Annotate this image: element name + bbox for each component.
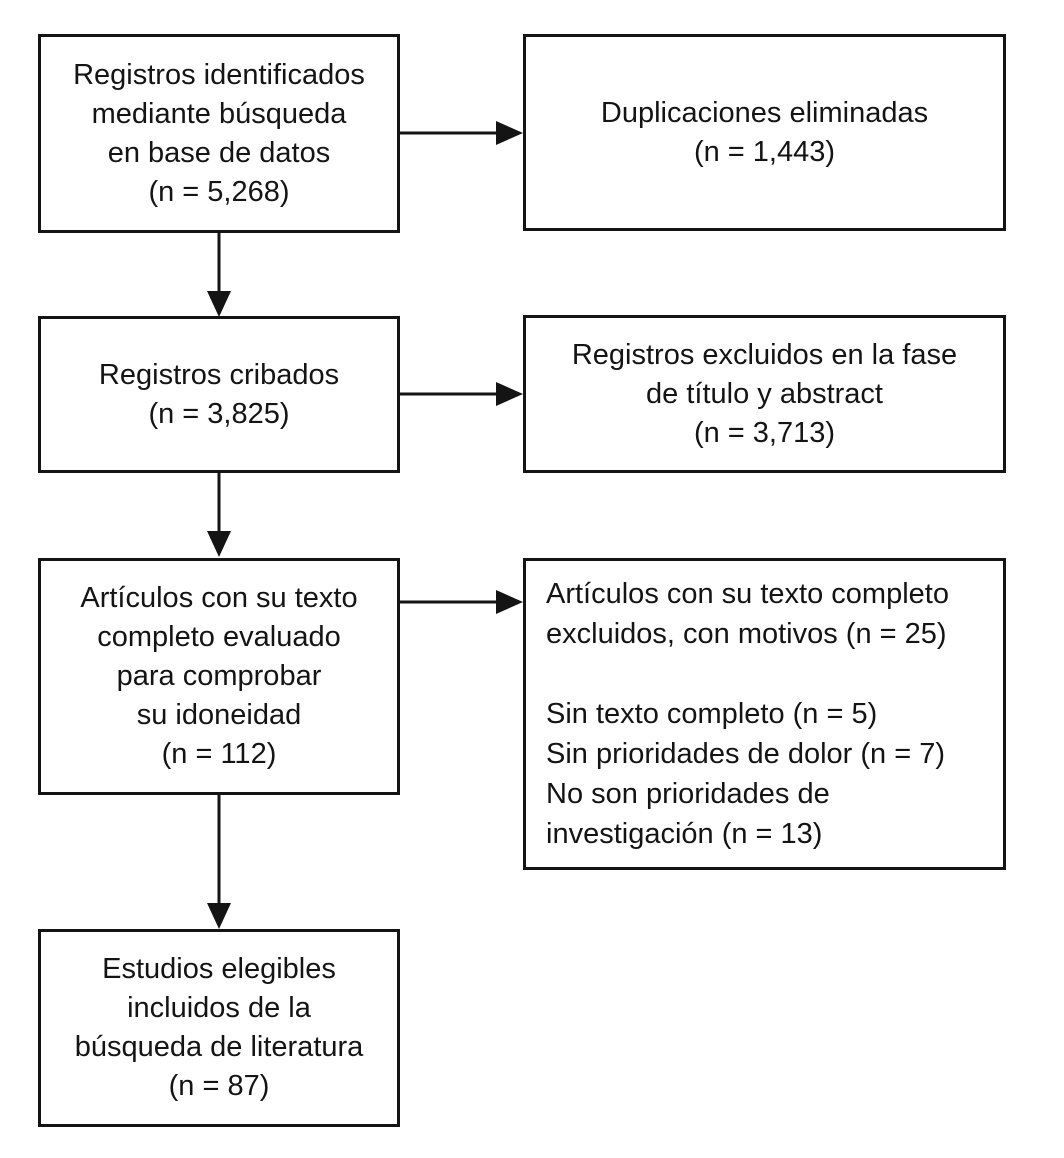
box-line: Registros cribados — [98, 358, 340, 391]
arrow-screened-to-excluded-icon — [400, 382, 523, 406]
flow-box-excluded-title-abstract: Registros excluidos en la fase de título … — [523, 315, 1006, 473]
box-line: búsqueda de literatura — [74, 1031, 364, 1063]
arrow-identified-to-screened-icon — [207, 233, 231, 317]
box-line: completo evaluado — [97, 621, 341, 653]
box-line: (n = 5,268) — [148, 175, 290, 208]
box-line: Artículos con su texto completo — [546, 578, 949, 610]
box-line: investigación (n = 13) — [546, 818, 823, 850]
box-line: Registros identificados — [73, 58, 365, 91]
box-line: incluidos de la — [127, 992, 311, 1024]
box-line: (n = 1,443) — [693, 135, 836, 168]
box-line: Sin texto completo (n = 5) — [546, 698, 878, 730]
box-line: (n = 3,713) — [693, 416, 836, 449]
box-line: excluidos, con motivos (n = 25) — [546, 618, 947, 650]
arrow-identified-to-duplicates-icon — [400, 121, 523, 145]
box-line: para comprobar — [116, 660, 322, 692]
flow-box-fulltext-excluded: Artículos con su texto completo excluidos… — [523, 558, 1006, 870]
box-line: No son prioridades de — [546, 778, 830, 810]
arrow-assessed-to-excluded-icon — [400, 590, 523, 614]
flow-box-records-identified: Registros identificados mediante búsqueda… — [38, 34, 400, 233]
flow-box-records-screened: Registros cribados (n = 3,825) — [38, 316, 400, 473]
box-line: mediante búsqueda — [91, 97, 347, 130]
flow-box-fulltext-assessed: Artículos con su texto completo evaluado p… — [38, 558, 400, 795]
flow-box-duplicates-removed: Duplicaciones eliminadas (n = 1,443) — [523, 34, 1006, 231]
arrow-assessed-to-included-icon — [207, 795, 231, 929]
box-line: Registros excluidos en la fase — [571, 338, 958, 371]
box-line: (n = 112) — [161, 738, 277, 770]
box-line: Artículos con su texto — [80, 582, 358, 614]
box-line: (n = 87) — [168, 1070, 270, 1102]
box-line: Duplicaciones eliminadas — [600, 96, 929, 129]
box-line: su idoneidad — [136, 699, 302, 731]
box-line: (n = 3,825) — [148, 397, 290, 430]
flow-box-studies-included: Estudios elegibles incluidos de la búsqued… — [38, 929, 400, 1127]
box-line: Estudios elegibles — [102, 953, 336, 985]
box-line: en base de datos — [107, 136, 331, 169]
box-line — [546, 654, 554, 694]
box-line: de título y abstract — [646, 377, 883, 410]
arrow-screened-to-assessed-icon — [207, 473, 231, 557]
box-line: Sin prioridades de dolor (n = 7) — [546, 738, 945, 770]
